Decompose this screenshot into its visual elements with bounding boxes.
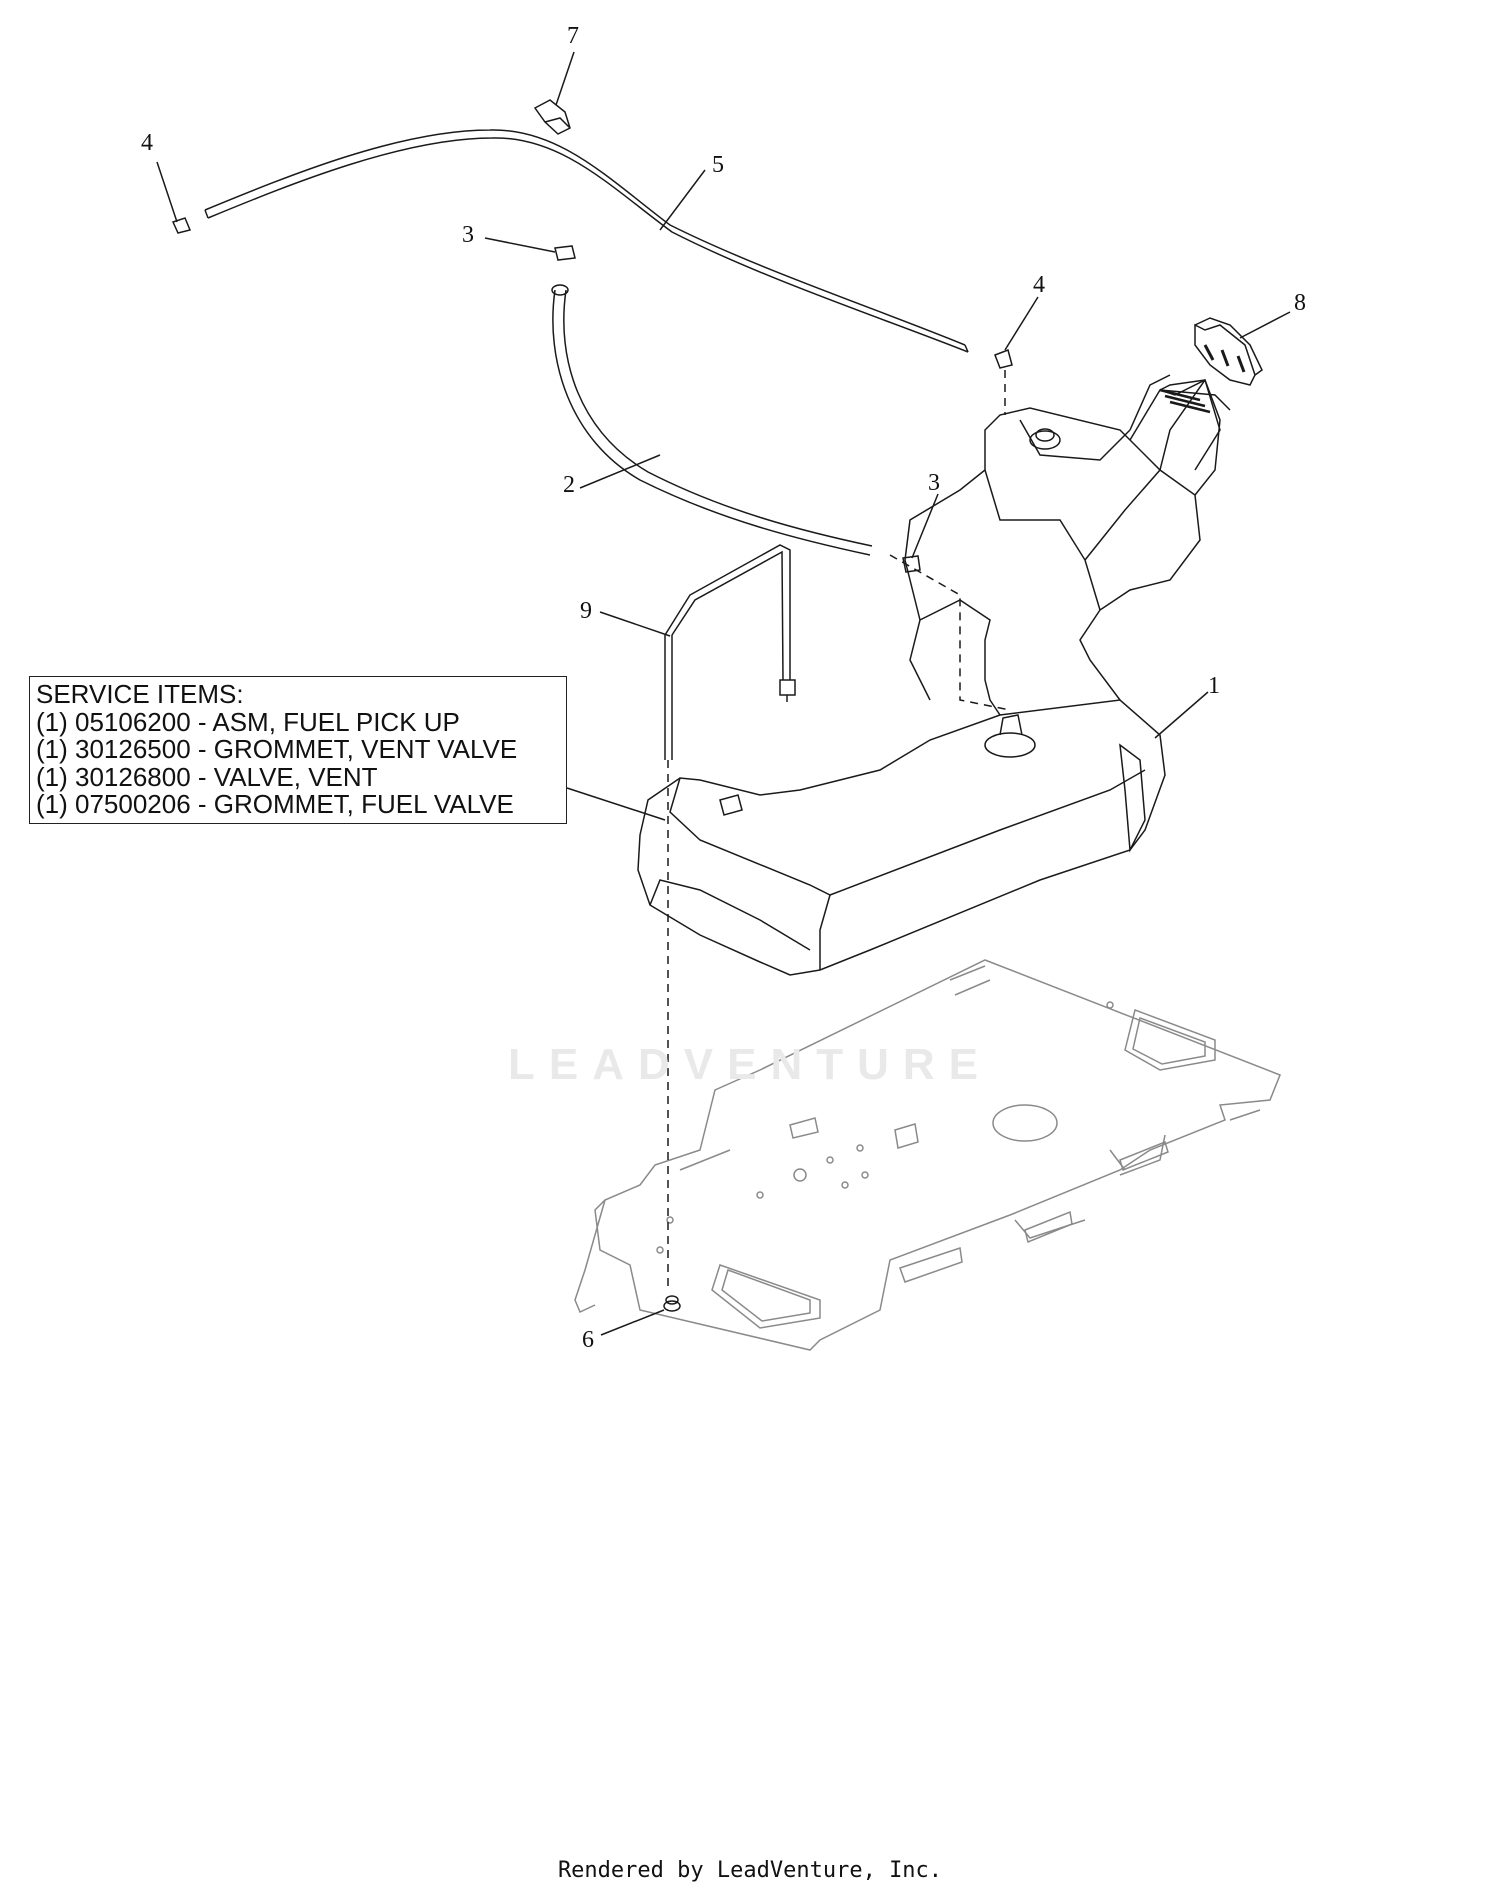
base-plate — [574, 959, 1281, 1351]
leader-lines — [156, 51, 1291, 1336]
vent-hose-5 — [204, 129, 969, 353]
fuel-tank — [637, 374, 1231, 976]
clamp-4-left — [171, 217, 192, 234]
clamp-4-right — [994, 349, 1013, 369]
callout-7: 7 — [567, 23, 579, 49]
callout-1: 1 — [1208, 673, 1220, 699]
vent-hose-2 — [551, 284, 873, 556]
callout-labels: 1 2 3 3 4 4 5 6 7 8 9 — [141, 23, 1306, 1353]
callout-6: 6 — [582, 1327, 594, 1353]
service-item: (1) 07500206 - GROMMET, FUEL VALVE — [36, 789, 514, 819]
assembly-dashed-lines — [667, 370, 1011, 1290]
service-item: (1) 30126500 - GROMMET, VENT VALVE — [36, 734, 518, 764]
service-item: (1) 05106200 - ASM, FUEL PICK UP — [36, 706, 460, 737]
grommet-6 — [663, 1295, 681, 1312]
clamp-3-top — [554, 245, 576, 261]
vent-valve-7 — [533, 99, 571, 135]
callout-3-lower: 3 — [928, 470, 940, 496]
callout-4-left: 4 — [141, 130, 153, 156]
filler-neck-and-cap — [1129, 317, 1263, 471]
callout-2: 2 — [563, 472, 575, 498]
callout-4-right: 4 — [1033, 272, 1045, 298]
callout-8: 8 — [1294, 290, 1306, 316]
callout-3-top: 3 — [462, 222, 474, 248]
service-item: (1) 30126800 - VALVE, VENT — [36, 761, 378, 792]
callout-9: 9 — [580, 598, 592, 624]
footer-credit: Rendered by LeadVenture, Inc. — [557, 1858, 943, 1883]
service-items-title: SERVICE ITEMS: — [36, 679, 244, 709]
watermark: LEADVENTURE — [507, 1040, 993, 1089]
service-items-box: SERVICE ITEMS: (1) 05106200 - ASM, FUEL … — [29, 676, 567, 824]
fuel-pickup-tube — [664, 544, 796, 760]
callout-5: 5 — [712, 152, 724, 178]
